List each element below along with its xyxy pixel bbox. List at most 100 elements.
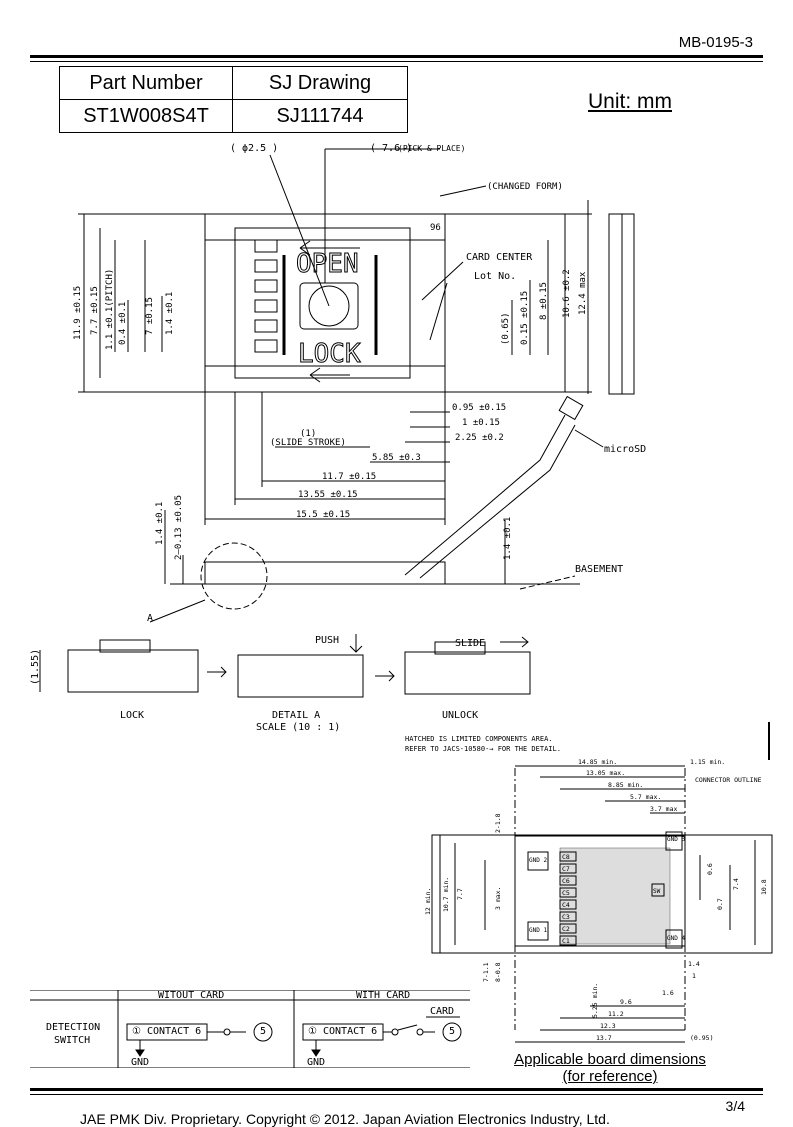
board-bottom-dim-8: 13.7	[596, 1034, 612, 1042]
board-bottom-dim-4: 5.25 min.	[591, 983, 599, 1018]
dim-right-5: 12.4 max	[578, 271, 588, 315]
board-bottom-dim-5: 9.6	[620, 998, 632, 1006]
dim-bottom-1: 0.95 ±0.15	[452, 403, 506, 413]
board-left-dim-2: 10.7 min.	[442, 877, 450, 912]
dim-side-2: 2–0.13 ±0.05	[174, 495, 184, 560]
gnd-3-label: GND 3	[667, 836, 685, 843]
board-left-dim-1: 12 min.	[424, 888, 432, 915]
gnd-4-label: GND 4	[667, 935, 685, 942]
footer-rule-thin	[30, 1094, 763, 1095]
open-marking: OPEN	[296, 249, 359, 279]
unit-label: Unit: mm	[588, 90, 672, 113]
detail-unlock-view	[404, 651, 531, 695]
board-right-dim-1: 0.6	[706, 863, 714, 875]
detail-lock-view	[67, 649, 199, 693]
dim-bottom-7: 15.5 ±0.15	[296, 510, 350, 520]
board-bottom-dim-7: 12.3	[600, 1022, 616, 1030]
page-number: 3/4	[725, 1098, 745, 1114]
dim-bottom-6: 13.55 ±0.15	[298, 490, 358, 500]
footer-rule	[30, 1088, 763, 1091]
detail-ref-label: A	[147, 613, 153, 624]
contact-pads	[254, 239, 278, 353]
dim-right-1: (0.65)	[501, 312, 511, 345]
dim-left-1: 11.9 ±0.15	[73, 286, 83, 340]
board-note-1: HATCHED IS LIMITED COMPONENTS AREA.	[405, 735, 553, 743]
contact-6-without: ① CONTACT 6	[132, 1026, 202, 1037]
board-top-dim-2: 13.05 max.	[586, 769, 625, 777]
board-bottom-dim-1: 1.4	[688, 960, 700, 968]
detail-a-caption: DETAIL A	[272, 710, 320, 721]
gnd-2-label: GND 2	[529, 857, 547, 864]
slide-label: SLIDE	[455, 638, 485, 649]
pad-c3: C3	[562, 913, 570, 921]
without-card-header: WITOUT CARD	[158, 990, 225, 1001]
pad-c6: C6	[562, 877, 570, 885]
board-bottom-dim-3: 1.6	[662, 989, 674, 997]
sj-drawing-value: SJ111744	[232, 99, 408, 133]
board-right-dim-2: 0.7	[716, 898, 724, 910]
detection-label: DETECTION	[46, 1022, 101, 1033]
dim-bottom-3: 2.25 ±0.2	[455, 433, 504, 443]
cover-marking: 96	[430, 223, 441, 233]
board-bottom-dim-2: 1	[692, 972, 696, 980]
microsd-label: microSD	[604, 444, 646, 455]
lock-caption: LOCK	[120, 710, 144, 721]
board-left-dim-7: 8-0.8	[494, 962, 502, 982]
basement-label: BASEMENT	[575, 564, 623, 575]
dim-left-2: 7.7 ±0.15	[90, 286, 100, 335]
lot-no-label: Lot No.	[474, 271, 516, 282]
board-bottom-dim-6: 11.2	[608, 1010, 624, 1018]
dim-side-3: 1.4 ±0.1	[503, 517, 513, 560]
pad-c7: C7	[562, 865, 570, 873]
lock-marking: LOCK	[298, 339, 361, 369]
card-center-label: CARD CENTER	[466, 252, 533, 263]
unlock-caption: UNLOCK	[442, 710, 478, 721]
gnd-1-label: GND 1	[529, 927, 547, 934]
dim-left-3: 1.1 ±0.1(PITCH)	[105, 269, 115, 350]
pad-c5: C5	[562, 889, 570, 897]
push-label: PUSH	[315, 635, 339, 646]
board-left-dim-4: 3 max.	[494, 887, 502, 910]
pad-c4: C4	[562, 901, 570, 909]
scale-caption: SCALE (10 : 1)	[256, 722, 340, 733]
board-caption-line2: (for reference)	[562, 1068, 658, 1085]
document-number: MB-0195-3	[678, 34, 753, 51]
header-rule	[30, 55, 763, 58]
part-number-header: Part Number	[59, 66, 233, 100]
board-right-dim-3: 7.4	[732, 878, 740, 890]
dim-left-6: 1.4 ±0.1	[165, 292, 175, 335]
gnd-with: GND	[307, 1057, 326, 1068]
part-number-table: Part Number SJ Drawing ST1W008S4T SJ1117…	[59, 66, 408, 133]
board-top-dim-1: 14.85 min.	[578, 758, 617, 766]
pad-c2: C2	[562, 925, 570, 933]
connector-outline-label: CONNECTOR OUTLINE	[695, 776, 762, 784]
detail-height: (1.55)	[30, 649, 41, 685]
contact-6-with: ① CONTACT 6	[308, 1026, 378, 1037]
changed-form-label: (CHANGED FORM)	[487, 182, 563, 192]
dim-bottom-5: 11.7 ±0.15	[322, 472, 376, 482]
pick-dim: ( 7.6 )	[370, 143, 412, 154]
dim-side-1: 1.4 ±0.1	[155, 502, 165, 545]
slide-stroke-label: (SLIDE STROKE)	[270, 438, 346, 448]
board-top-dim-6: 1.15 min.	[690, 758, 725, 766]
detection-switch-table: WITOUT CARD WITH CARD DETECTION SWITCH ①…	[30, 990, 470, 1068]
board-note-2: REFER TO JACS-10580-→ FOR THE DETAIL.	[405, 745, 561, 753]
board-left-dim-5: 2-1.8	[494, 813, 502, 833]
dim-left-4: 0.4 ±0.1	[118, 302, 128, 345]
dim-right-3: 8 ±0.15	[539, 282, 549, 320]
pad-c8: C8	[562, 853, 570, 861]
dim-left-5: 7 ±0.15	[145, 297, 155, 335]
pin-5-with: 5	[449, 1026, 456, 1037]
dia-label: ( ϕ2.5 )	[230, 143, 278, 154]
board-top-dim-4: 5.7 max.	[630, 793, 661, 801]
board-right-dim-4: 10.8	[760, 879, 768, 895]
header-rule-thin	[30, 61, 763, 62]
part-number-value: ST1W008S4T	[59, 99, 233, 133]
connector-front-view	[204, 561, 446, 585]
board-caption: Applicable board dimensions (for referen…	[490, 1051, 730, 1085]
gnd-without: GND	[131, 1057, 150, 1068]
dim-bottom-4: 5.85 ±0.3	[372, 453, 421, 463]
board-bottom-dim-9: (0.95)	[690, 1034, 713, 1042]
board-left-dim-6: 7-1.1	[482, 962, 490, 982]
